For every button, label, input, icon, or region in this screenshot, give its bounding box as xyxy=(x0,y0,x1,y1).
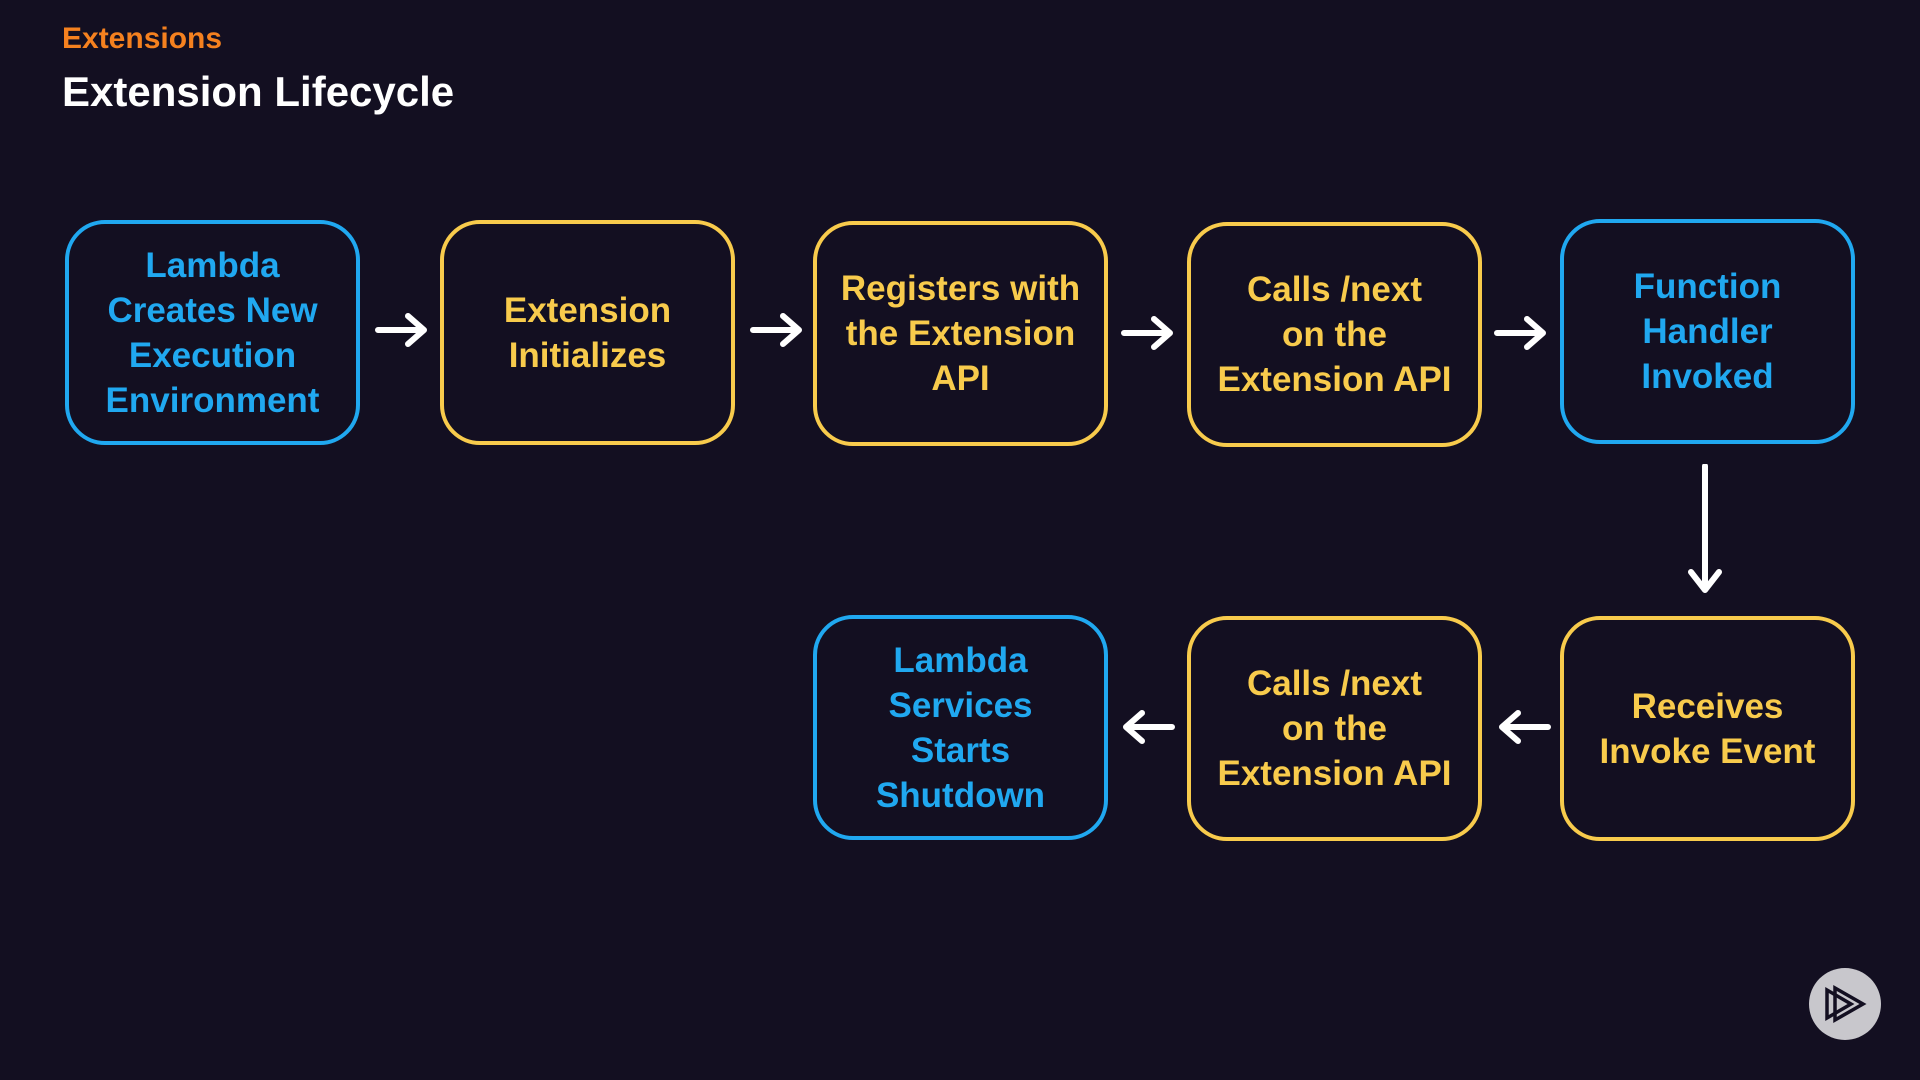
arrow-left-icon xyxy=(1499,710,1551,744)
step-label: Function Handler Invoked xyxy=(1633,267,1782,396)
arrow-down-icon xyxy=(1688,464,1722,593)
step-calls-next-1: Calls /next on the Extension API xyxy=(1187,222,1482,447)
step-calls-next-2: Calls /next on the Extension API xyxy=(1187,616,1482,841)
arrow-left-icon xyxy=(1123,710,1175,744)
step-label: Registers with the Extension API xyxy=(840,269,1081,398)
step-create-environment: Lambda Creates New Execution Environment xyxy=(65,220,360,445)
step-label: Receives Invoke Event xyxy=(1599,686,1816,771)
step-receives-invoke-event: Receives Invoke Event xyxy=(1560,616,1855,841)
step-label: Calls /next on the Extension API xyxy=(1217,270,1452,399)
step-label: Lambda Services Starts Shutdown xyxy=(875,640,1046,815)
arrow-right-icon xyxy=(1494,316,1546,350)
section-eyebrow: Extensions xyxy=(62,22,223,55)
step-extension-initializes: Extension Initializes xyxy=(440,220,735,445)
arrow-right-icon xyxy=(750,313,802,347)
arrow-right-icon xyxy=(1121,316,1173,350)
step-label: Extension Initializes xyxy=(503,290,672,375)
play-logo-icon xyxy=(1809,968,1881,1040)
step-registers-api: Registers with the Extension API xyxy=(813,221,1108,446)
step-label: Lambda Creates New Execution Environment xyxy=(105,245,320,420)
arrow-right-icon xyxy=(375,313,427,347)
step-label: Calls /next on the Extension API xyxy=(1217,664,1452,793)
step-starts-shutdown: Lambda Services Starts Shutdown xyxy=(813,615,1108,840)
step-function-handler-invoked: Function Handler Invoked xyxy=(1560,219,1855,444)
slide-title: Extension Lifecycle xyxy=(62,68,455,115)
